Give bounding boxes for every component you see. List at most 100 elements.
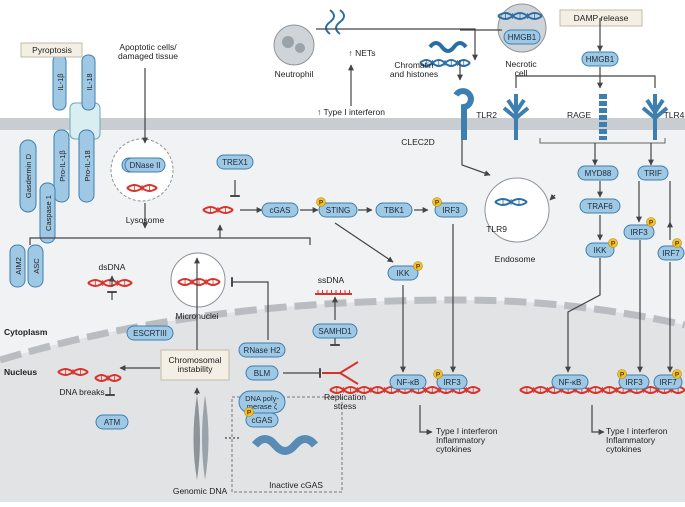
dna-polymerase-protein-label-line: merase ζ bbox=[247, 402, 278, 411]
irf3-tlr-protein-label: IRF3 bbox=[630, 228, 648, 237]
asc-box bbox=[27, 244, 44, 288]
phospho-label: P bbox=[416, 264, 421, 271]
plasma-membrane bbox=[0, 118, 685, 130]
rnaseh2-protein: RNase H2 bbox=[238, 342, 286, 358]
endosome-vesicle bbox=[484, 177, 550, 243]
dsdna-label: dsDNA bbox=[99, 262, 126, 272]
irf7-protein-label: IRF7 bbox=[662, 249, 680, 258]
inactive-cgas-protein-label: cGAS bbox=[252, 416, 273, 425]
dnase2-protein-label: DNase II bbox=[129, 161, 160, 170]
myd88-protein: MYD88 bbox=[577, 165, 619, 181]
replication-stress-label-line: stress bbox=[334, 401, 357, 411]
hmgb1-necrotic-protein: HMGB1 bbox=[503, 29, 541, 45]
apoptotic-cells-label: Apoptotic cells/damaged tissue bbox=[118, 42, 178, 61]
chromosomal-instability-label-line: Chromosomal bbox=[169, 355, 222, 365]
output-right-label-line: cytokines bbox=[606, 444, 641, 454]
ikk-tlr-protein: IKK bbox=[585, 242, 615, 258]
output-left-label-line: cytokines bbox=[436, 444, 471, 454]
irf7-protein: IRF7 bbox=[657, 245, 685, 261]
irf3-nuclear-protein-label: IRF3 bbox=[443, 378, 461, 387]
pro-il18-box bbox=[78, 129, 95, 203]
irf3-tlr-nuclear-phospho-icon: P bbox=[617, 369, 627, 379]
necrotic-dna bbox=[497, 12, 543, 20]
replication-fork bbox=[322, 361, 359, 385]
caspase1-label: Caspase 1 bbox=[44, 195, 53, 231]
tlr4-receptor bbox=[641, 94, 669, 140]
nucleus-label: Nucleus bbox=[4, 367, 37, 377]
irf3-tlr-protein: IRF3 bbox=[623, 224, 655, 240]
lysosome-label: Lysosome bbox=[126, 215, 165, 225]
atm-protein-label: ATM bbox=[104, 418, 121, 427]
inactive-cgas-protein: cGAS bbox=[245, 412, 279, 428]
nets-strands bbox=[325, 9, 345, 35]
ikk-tlr-phospho-icon: P bbox=[608, 238, 618, 248]
ikk-tlr-protein-label: IKK bbox=[594, 246, 608, 255]
trif-protein-label: TRIF bbox=[644, 169, 662, 178]
neutrophil-cell bbox=[273, 24, 315, 66]
phospho-label: P bbox=[620, 372, 625, 379]
samhd1-protein-label: SAMHD1 bbox=[318, 327, 352, 336]
phospho-label: P bbox=[319, 200, 324, 207]
il18-box bbox=[81, 54, 96, 111]
necrotic-cell bbox=[497, 3, 547, 53]
irf3-protein-label: IRF3 bbox=[442, 206, 460, 215]
dna-polymerase-protein-label-line: DNA poly- bbox=[245, 394, 279, 403]
aim2-label: AIM2 bbox=[14, 257, 23, 275]
pro-il18-label: Pro-IL-18 bbox=[83, 150, 92, 181]
asc-label: ASC bbox=[32, 258, 41, 274]
chromatin-histones-label-line: and histones bbox=[390, 69, 438, 79]
lysosome-dna bbox=[126, 184, 158, 192]
aim2-box bbox=[9, 244, 26, 288]
tlr9-label: TLR9 bbox=[486, 224, 507, 234]
chromosomal-instability-box bbox=[160, 349, 230, 381]
irf3-tlr-phospho-icon: P bbox=[646, 217, 656, 227]
apoptotic-cells-label-line: Apoptotic cells/ bbox=[119, 42, 177, 52]
rnaseh2-protein-label: RNase H2 bbox=[244, 346, 281, 355]
pro-il1b-label: Pro-IL-1β bbox=[58, 150, 67, 182]
micronuclei-dna bbox=[177, 278, 221, 286]
cgas-protein-label: cGAS bbox=[270, 206, 291, 215]
dna-polymerase-protein-label: DNA poly-merase ζ bbox=[245, 394, 279, 411]
il18-label: IL-18 bbox=[85, 73, 94, 90]
chromosome-icon bbox=[193, 395, 200, 480]
myd88-protein-label: MYD88 bbox=[585, 169, 612, 178]
chromosome-icon-2 bbox=[202, 395, 209, 480]
nfkb-protein: NF-κB bbox=[389, 374, 427, 390]
escrtiii-protein: ESCRTIII bbox=[126, 325, 174, 341]
type1-interferon-label: ↑ Type I interferon bbox=[317, 107, 385, 117]
sting-protein-label: STING bbox=[326, 206, 350, 215]
endosome-label: Endosome bbox=[495, 254, 536, 264]
receptor-bracket bbox=[539, 138, 666, 144]
output-right-label-line: Inflammatory bbox=[606, 435, 656, 445]
sting-protein: STING bbox=[318, 202, 358, 218]
tlr2-label: TLR2 bbox=[476, 110, 497, 120]
dna-breaks-label: DNA breaks bbox=[59, 387, 104, 397]
inactive-cgas-label: Inactive cGAS bbox=[269, 480, 323, 490]
dna-break-right bbox=[94, 374, 122, 382]
samhd1-protein: SAMHD1 bbox=[312, 323, 358, 339]
gasdermin-box bbox=[19, 139, 37, 213]
trex1-protein: TREX1 bbox=[216, 154, 254, 170]
phospho-label: P bbox=[675, 372, 680, 379]
chromatin-icon bbox=[428, 41, 468, 53]
irf3-nuclear-protein: IRF3 bbox=[436, 374, 468, 390]
damp-release-label: DAMP release bbox=[574, 13, 629, 23]
phospho-label: P bbox=[611, 241, 616, 248]
dnase2-protein: DNase II bbox=[124, 157, 166, 173]
sting-phospho-icon: P bbox=[316, 197, 326, 207]
inactive-cgas-phospho-icon: P bbox=[244, 407, 254, 417]
nucleosome-icon bbox=[251, 435, 319, 455]
phospho-label: P bbox=[649, 220, 654, 227]
endosome-dna bbox=[494, 198, 528, 206]
irf7-nuclear-phospho-icon: P bbox=[672, 369, 682, 379]
ikk-phospho-icon: P bbox=[413, 261, 423, 271]
dna-break-left bbox=[57, 368, 89, 376]
tlr2-receptor bbox=[502, 94, 530, 140]
il1b-label: IL-1β bbox=[56, 73, 65, 91]
nfkb-tlr-protein-label: NF-κB bbox=[559, 378, 582, 387]
